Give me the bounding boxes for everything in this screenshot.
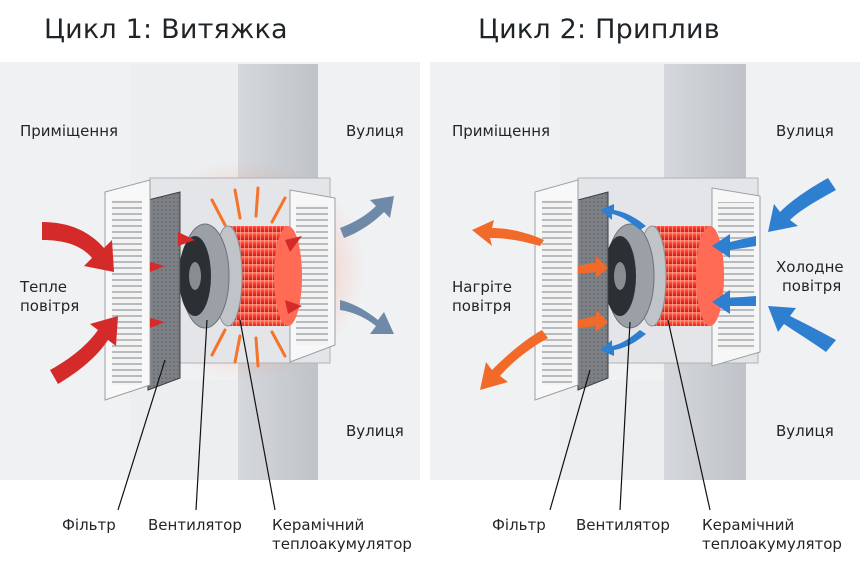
heat-arrows (210, 186, 287, 368)
label-accumulator-line2: теплоакумулятор (272, 535, 412, 553)
label-warmed-air-line1: Нагріте (452, 278, 513, 296)
inner-grille (534, 179, 579, 401)
label-street-top: Вулиця (776, 122, 834, 140)
panel-title-exhaust: Цикл 1: Витяжка (44, 14, 288, 45)
label-filter: Фільтр (62, 516, 116, 534)
panel-title-supply: Цикл 2: Приплив (478, 14, 720, 45)
label-accumulator-line1: Керамічний (272, 516, 365, 534)
label-accumulator-line2: теплоакумулятор (702, 535, 842, 553)
label-warmed-air-line2: повітря (452, 297, 512, 315)
label-street-bottom: Вулиця (346, 422, 404, 440)
label-cold-air-line2: повітря (782, 277, 842, 295)
warm-air-arrows (42, 222, 302, 384)
cold-air-arrows (600, 178, 836, 356)
panel-supply (430, 62, 860, 511)
label-room: Приміщення (20, 122, 119, 140)
wall-face-left (560, 64, 664, 184)
label-street-top: Вулиця (346, 122, 404, 140)
label-filter: Фільтр (492, 516, 546, 534)
outgoing-air-arrows (340, 196, 394, 334)
leader-lines (117, 319, 276, 511)
inner-grille (104, 179, 151, 401)
filter (147, 191, 181, 391)
label-warm-air-line1: Тепле (20, 278, 68, 296)
wall-face-left-bottom (130, 380, 238, 480)
fan (179, 223, 230, 329)
label-accumulator-line1: Керамічний (702, 516, 795, 534)
label-cold-air-line1: Холодне (776, 258, 844, 276)
panel-exhaust (0, 62, 420, 511)
wall-face-left-bottom (560, 380, 664, 480)
warmed-air-arrows (472, 220, 608, 390)
label-street-bottom: Вулиця (776, 422, 834, 440)
label-room: Приміщення (452, 122, 551, 140)
filter (577, 191, 609, 391)
fan (604, 223, 655, 329)
outer-grille (711, 187, 761, 367)
label-fan: Вентилятор (576, 516, 670, 534)
leader-lines (549, 319, 711, 511)
label-fan: Вентилятор (148, 516, 242, 534)
label-warm-air-line2: повітря (20, 297, 80, 315)
